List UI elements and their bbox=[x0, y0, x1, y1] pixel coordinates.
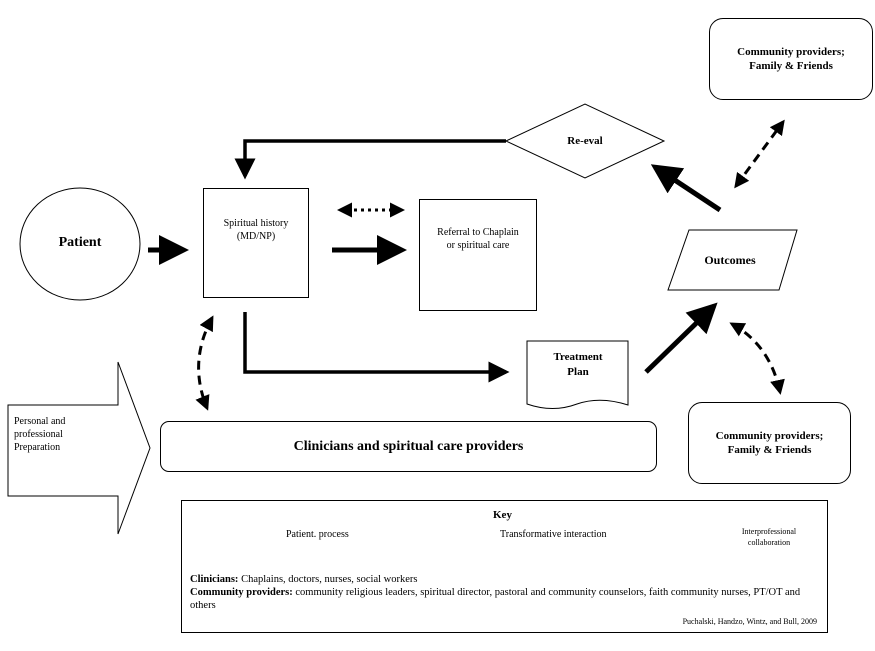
community-providers-top: Community providers; Family & Friends bbox=[709, 18, 873, 100]
arrow-reeval-to-history bbox=[234, 139, 506, 180]
arrow-outcomes-community-bottom bbox=[729, 322, 785, 395]
arrow-history-clinicians-transform bbox=[195, 315, 214, 411]
key-transformative-label: Transformative interaction bbox=[500, 529, 607, 540]
key-patient-process-label: Patient. process bbox=[286, 529, 349, 540]
referral-label: Referral to Chaplain or spiritual care bbox=[437, 227, 519, 251]
referral-box: Referral to Chaplain or spiritual care bbox=[419, 199, 537, 311]
outcomes-label: Outcomes bbox=[704, 252, 756, 267]
key-interprofessional-label: Interprofessional collaboration bbox=[741, 527, 797, 547]
reeval-label: Re-eval bbox=[567, 135, 603, 147]
arrow-outcomes-community-top bbox=[734, 119, 785, 189]
spiritual-history-label: Spiritual history (MD/NP) bbox=[223, 218, 289, 242]
key-legend: Key Patient. process Transformative inte… bbox=[181, 500, 828, 633]
key-community-definition: community religious leaders, spiritual d… bbox=[190, 587, 801, 611]
treatment-plan-label: Treatment Plan bbox=[553, 351, 603, 378]
treatment-plan-shape bbox=[526, 340, 629, 409]
community-top-label: Community providers; Family & Friends bbox=[737, 46, 845, 72]
patient-ellipse bbox=[19, 187, 141, 301]
key-clinicians-line: Clinicians: Chaplains, doctors, nurses, … bbox=[190, 573, 820, 586]
key-clinicians-definition: Chaplains, doctors, nurses, social worke… bbox=[238, 574, 418, 585]
community-bottom-label: Community providers; Family & Friends bbox=[715, 430, 824, 456]
clinicians-bar: Clinicians and spiritual care providers bbox=[160, 421, 657, 472]
key-community-term: Community providers: bbox=[190, 587, 293, 598]
key-clinicians-term: Clinicians: bbox=[190, 574, 239, 585]
arrow-treatment-to-outcomes bbox=[644, 302, 718, 374]
spiritual-history-box: Spiritual history (MD/NP) bbox=[203, 188, 309, 298]
key-community-line: Community providers: community religious… bbox=[190, 586, 818, 612]
reeval-diamond bbox=[504, 103, 666, 179]
preparation-arrow-shape bbox=[7, 361, 151, 535]
patient-label: Patient bbox=[58, 235, 102, 250]
community-providers-bottom: Community providers; Family & Friends bbox=[688, 402, 851, 484]
arrow-history-to-treatment bbox=[243, 312, 510, 383]
preparation-label: Personal and professional Preparation bbox=[14, 416, 66, 453]
arrow-outcomes-to-reeval bbox=[650, 164, 722, 213]
clinicians-bar-label: Clinicians and spiritual care providers bbox=[293, 438, 524, 454]
key-title: Key bbox=[493, 509, 512, 521]
key-citation: Puchalski, Handzo, Wintz, and Bull, 2009 bbox=[682, 617, 817, 626]
outcomes-parallelogram bbox=[667, 229, 798, 291]
